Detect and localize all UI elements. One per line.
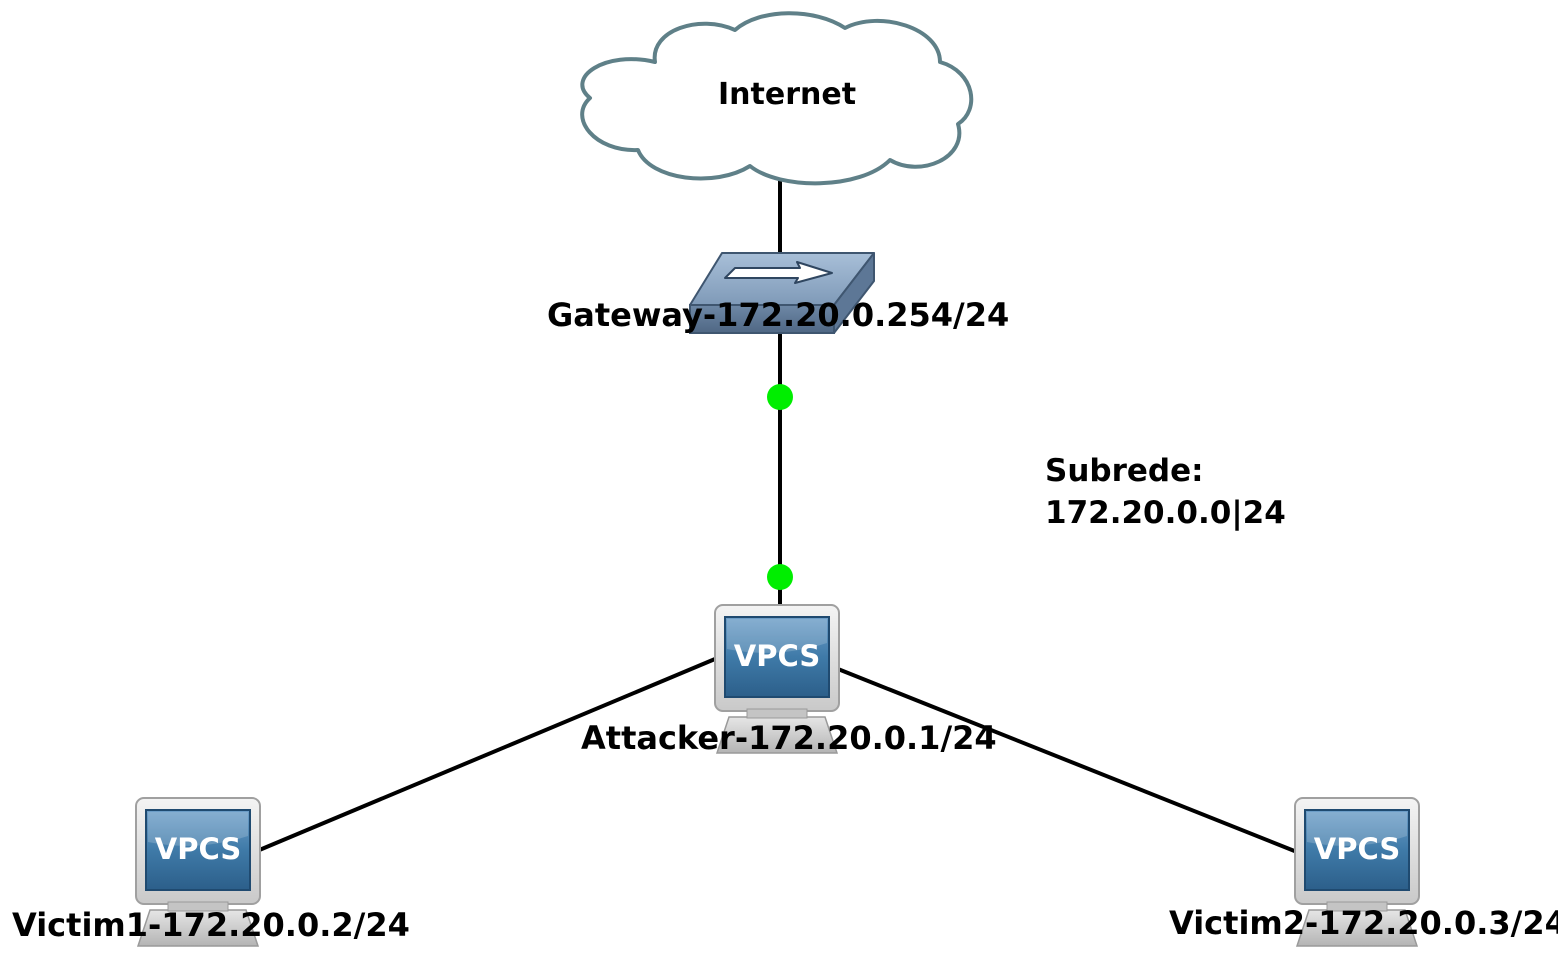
attacker-vpcs-text: VPCS <box>734 639 820 673</box>
attacker-label: Attacker-172.20.0.1/24 <box>581 719 997 757</box>
link-status-indicator-attacker <box>767 564 793 590</box>
victim1-vpcs-icon[interactable]: VPCS <box>135 797 261 947</box>
victim2-vpcs-icon[interactable]: VPCS <box>1294 797 1420 947</box>
subnet-note-value: 172.20.0.0|24 <box>1045 494 1286 531</box>
link-status-indicator-gateway <box>767 384 793 410</box>
attacker-vpcs-icon[interactable]: VPCS <box>714 604 840 754</box>
internet-label: Internet <box>718 77 857 112</box>
subnet-note: Subrede: 172.20.0.0|24 <box>1045 451 1286 535</box>
link-attacker-victim2[interactable] <box>837 667 1298 854</box>
cloud-icon[interactable] <box>580 11 974 186</box>
victim2-label: Victim2-172.20.0.3/24 <box>1169 904 1558 942</box>
router-icon[interactable] <box>689 252 875 334</box>
victim1-vpcs-text: VPCS <box>155 832 241 866</box>
victim1-label: Victim1-172.20.0.2/24 <box>12 906 410 944</box>
subnet-note-title: Subrede: <box>1045 453 1204 489</box>
link-attacker-victim1[interactable] <box>256 657 716 853</box>
gateway-label: Gateway-172.20.0.254/24 <box>547 296 1010 334</box>
victim2-vpcs-text: VPCS <box>1314 832 1400 866</box>
